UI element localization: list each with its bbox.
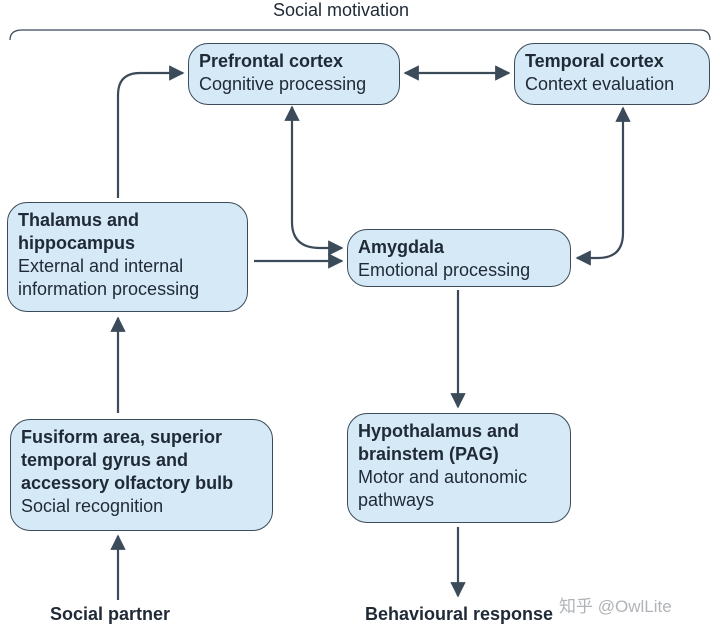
social-motivation-label: Social motivation <box>273 0 410 20</box>
arrow-prefrontal-amygdala <box>284 105 344 256</box>
node-title: Amygdala <box>358 237 445 257</box>
node-hypothalamus-brainstem: Hypothalamus and brainstem (PAG) Motor a… <box>347 413 571 523</box>
watermark: 知乎 @OwlLite <box>559 597 672 616</box>
node-title: Prefrontal cortex <box>199 51 344 71</box>
node-title: Thalamus and hippocampus <box>18 210 140 253</box>
node-description: External and internal information proces… <box>18 256 200 299</box>
node-title: Fusiform area, superior temporal gyrus a… <box>21 427 234 493</box>
node-amygdala: Amygdala Emotional processing <box>347 229 571 287</box>
node-description: Context evaluation <box>525 74 675 94</box>
node-fusiform-area: Fusiform area, superior temporal gyrus a… <box>10 419 273 531</box>
arrow-temporal-amygdala <box>575 106 631 266</box>
node-description: Emotional processing <box>358 260 531 280</box>
node-temporal-cortex: Temporal cortex Context evaluation <box>514 43 710 105</box>
node-description: Cognitive processing <box>199 74 367 94</box>
node-thalamus-hippocampus: Thalamus and hippocampus External and in… <box>7 202 248 312</box>
node-prefrontal-cortex: Prefrontal cortex Cognitive processing <box>188 43 400 105</box>
social-motivation-brace <box>9 29 711 41</box>
social-partner-label: Social partner <box>50 604 171 624</box>
node-title: Hypothalamus and brainstem (PAG) <box>358 421 520 464</box>
node-description: Social recognition <box>21 496 164 516</box>
arrow-thalamus-to-prefrontal <box>116 65 185 198</box>
node-title: Temporal cortex <box>525 51 664 71</box>
node-description: Motor and autonomic pathways <box>358 467 528 510</box>
behavioural-response-label: Behavioural response <box>365 604 554 624</box>
